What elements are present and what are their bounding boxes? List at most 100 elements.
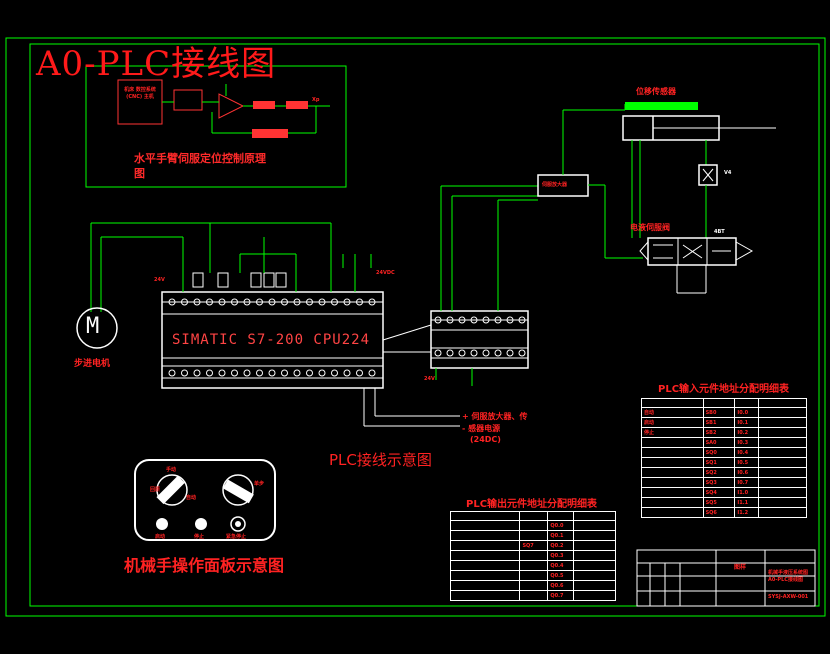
table-cell bbox=[641, 437, 704, 448]
table-cell bbox=[758, 507, 807, 518]
table-cell bbox=[758, 447, 807, 458]
plc-bottom-terminal bbox=[281, 369, 288, 377]
table-cell: I1.2 bbox=[734, 507, 760, 518]
table-cell bbox=[641, 467, 704, 478]
table-cell: SQ2 bbox=[702, 467, 736, 478]
table-cell: SB0 bbox=[702, 407, 736, 418]
button-label-stop: 停止 bbox=[194, 534, 205, 540]
table-row: Q0.6 bbox=[449, 580, 616, 591]
voltage-24v-label-b: 24V bbox=[424, 376, 435, 382]
table-cell bbox=[758, 407, 807, 418]
table-cell bbox=[519, 530, 549, 541]
servo-valve-label: 电液伺服阀 bbox=[630, 223, 670, 232]
supply-note-line2: - 感器电源 bbox=[462, 424, 501, 433]
cnc-controller-label: 机床 数控系统 (CNC) 主机 bbox=[124, 87, 156, 100]
table-cell: I0.7 bbox=[734, 477, 760, 488]
table-cell bbox=[758, 487, 807, 498]
expansion-bottom-terminal bbox=[518, 349, 526, 357]
table-cell: I0.0 bbox=[734, 407, 760, 418]
table-row: Q0.0 bbox=[449, 520, 616, 531]
table-cell: I0.2 bbox=[734, 427, 760, 438]
plc-top-terminal bbox=[343, 298, 351, 306]
table-cell: SQ3 bbox=[702, 477, 736, 488]
table-cell: I0.6 bbox=[734, 467, 760, 478]
table-cell bbox=[758, 427, 807, 438]
plc-wiring-caption: PLC接线示意图 bbox=[329, 451, 432, 469]
plc-bottom-terminal bbox=[231, 369, 238, 377]
plc-model-label: SIMATIC S7-200 CPU224 bbox=[172, 332, 371, 348]
table-row: Q0.4 bbox=[449, 560, 616, 571]
plc-bottom-terminal bbox=[268, 369, 276, 377]
plc-top-terminal bbox=[318, 298, 326, 306]
table-cell: I0.1 bbox=[734, 417, 760, 428]
title-block-title-cell: 图样 bbox=[734, 564, 747, 571]
table-cell bbox=[449, 550, 521, 561]
plc-bottom-terminal bbox=[206, 369, 213, 377]
drawing-title: A0-PLC接线图 bbox=[36, 44, 277, 84]
table-cell bbox=[641, 487, 704, 498]
table-row: Q0.3 bbox=[449, 550, 616, 561]
table-cell: SQ6 bbox=[702, 507, 736, 518]
table-cell bbox=[449, 530, 521, 541]
table-cell: Q0.7 bbox=[547, 590, 575, 601]
servo-caption-line2: 图 bbox=[134, 167, 145, 180]
plc-bottom-terminal bbox=[356, 369, 363, 377]
table-cell bbox=[449, 520, 521, 531]
table-header-row bbox=[449, 511, 616, 521]
table-cell bbox=[519, 520, 549, 531]
supply-note-line1: + 伺服放大器、传 bbox=[462, 412, 528, 421]
table-cell bbox=[758, 417, 807, 428]
plc-top-terminal bbox=[306, 298, 313, 306]
plc-top-terminal bbox=[231, 298, 238, 306]
table-cell bbox=[519, 550, 549, 561]
table-cell bbox=[449, 540, 521, 551]
plc-top-terminal bbox=[243, 298, 251, 306]
expansion-top-terminal bbox=[458, 316, 466, 324]
supply-note-line3: (24DC) bbox=[470, 435, 501, 444]
table-cell bbox=[573, 530, 616, 541]
plc-bottom-terminal bbox=[343, 369, 351, 377]
button-label-estop: 紧急停止 bbox=[226, 534, 247, 540]
expansion-top-terminal bbox=[434, 316, 442, 324]
plc-top-terminal bbox=[206, 298, 213, 306]
table-cell bbox=[573, 550, 616, 561]
plc-top-terminal bbox=[331, 298, 338, 306]
table-row: Q0.5 bbox=[449, 570, 616, 581]
table-cell bbox=[641, 477, 704, 488]
table-cell: Q0.0 bbox=[547, 520, 575, 531]
expansion-bottom-terminal bbox=[506, 349, 514, 357]
plc-bottom-terminal bbox=[218, 369, 226, 377]
table-cell: Q0.6 bbox=[547, 580, 575, 591]
expansion-top-terminal bbox=[470, 316, 478, 324]
plc-top-terminal bbox=[256, 298, 263, 306]
voltage-24v-label-a: 24V bbox=[154, 277, 165, 283]
panel-caption: 机械手操作面板示意图 bbox=[124, 556, 285, 575]
table-cell bbox=[573, 590, 616, 601]
plc-top-terminal bbox=[356, 298, 363, 306]
plc-top-terminal bbox=[293, 298, 301, 306]
servo-caption-line1: 水平手臂伺服定位控制原理 bbox=[134, 152, 266, 165]
table-cell bbox=[573, 560, 616, 571]
table-cell: I0.4 bbox=[734, 447, 760, 458]
valve-tag-4bt: 4BT bbox=[714, 229, 725, 235]
output-table-title: PLC输出元件地址分配明细表 bbox=[466, 499, 598, 510]
knob-label-manual: 手动 bbox=[166, 467, 177, 473]
table-cell bbox=[519, 590, 549, 601]
expansion-bottom-terminal bbox=[434, 349, 442, 357]
table-cell bbox=[449, 590, 521, 601]
plc-bottom-terminal bbox=[256, 369, 263, 377]
expansion-top-terminal bbox=[494, 316, 502, 324]
table-cell: SQ0 bbox=[702, 447, 736, 458]
table-cell bbox=[758, 457, 807, 468]
table-cell bbox=[758, 477, 807, 488]
table-cell: 自动 bbox=[641, 407, 704, 418]
